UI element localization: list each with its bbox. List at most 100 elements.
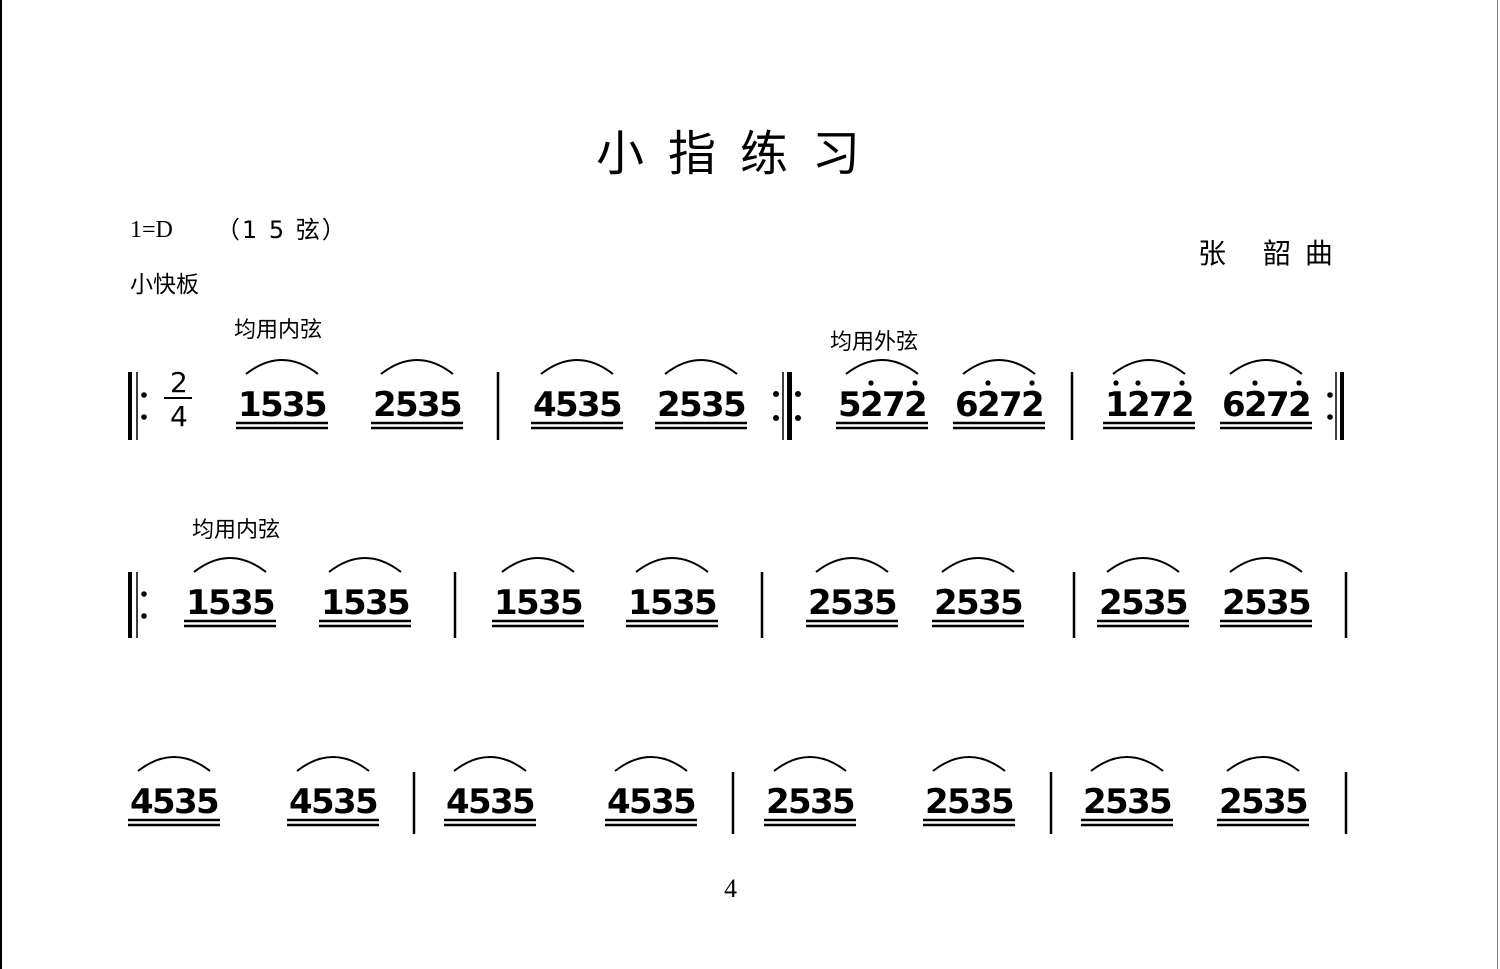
note-digit: 5	[311, 782, 335, 822]
slur-arc	[137, 756, 211, 772]
note-digit: 5	[679, 385, 703, 425]
note-digit: 2	[1127, 385, 1151, 425]
note-digit: 1	[494, 583, 518, 623]
note-digit: 2	[808, 583, 832, 623]
note-digit: 5	[723, 385, 747, 425]
note-digit: 2	[934, 583, 958, 623]
note-digit: 7	[1266, 385, 1290, 425]
tempo-marking: 小快板	[130, 272, 199, 298]
repeat-dot	[141, 591, 147, 597]
note-digit: 5	[468, 782, 492, 822]
note-digit: 5	[788, 782, 812, 822]
note-digit: 2	[1099, 583, 1123, 623]
note-digit: 3	[365, 583, 389, 623]
note-digit: 5	[252, 583, 276, 623]
note-digit: 1	[1105, 385, 1129, 425]
note-digit: 3	[538, 583, 562, 623]
note-digit: 3	[969, 782, 993, 822]
octave-dot	[1296, 380, 1302, 386]
score-title: 小指练习	[595, 126, 884, 182]
note-digit: 2	[925, 782, 949, 822]
note-digit: 5	[387, 583, 411, 623]
note-digit: 5	[830, 583, 854, 623]
slur-arc	[380, 359, 454, 375]
slur-arc	[540, 359, 614, 375]
note-digit: 5	[874, 583, 898, 623]
note-digit: 4	[533, 385, 557, 425]
composer-credit: 张 韶曲	[1198, 237, 1347, 270]
note-digit: 5	[599, 385, 623, 425]
note-digit: 3	[230, 583, 254, 623]
fingering-annotation: 均用内弦	[234, 318, 323, 343]
repeat-dot	[795, 415, 801, 421]
note-digit: 3	[174, 782, 198, 822]
note-digit: 5	[629, 782, 653, 822]
note-digit: 2	[904, 385, 928, 425]
note-digit: 4	[289, 782, 313, 822]
fingering-annotation: 均用内弦	[192, 518, 281, 543]
note-digit: 5	[650, 583, 674, 623]
note-digit: 5	[1285, 782, 1309, 822]
note-digit: 3	[651, 782, 675, 822]
time-signature-numerator: 2	[170, 366, 188, 399]
note-digit: 5	[395, 385, 419, 425]
note-digit: 5	[673, 782, 697, 822]
repeat-start-thick-bar	[128, 372, 132, 440]
slur-arc	[1229, 557, 1303, 573]
octave-dot	[1135, 380, 1141, 386]
note-digit: 3	[1266, 583, 1290, 623]
note-digit: 3	[978, 583, 1002, 623]
note-digit: 2	[1222, 583, 1246, 623]
slur-arc	[635, 557, 709, 573]
slur-arc	[962, 359, 1036, 375]
repeat-dot	[773, 391, 779, 397]
page-number: 4	[724, 874, 737, 903]
note-digit: 3	[810, 782, 834, 822]
slur-arc	[845, 359, 919, 375]
repeat-dot	[795, 391, 801, 397]
slur-arc	[1226, 756, 1300, 772]
repeat-dot	[773, 415, 779, 421]
slur-arc	[193, 557, 267, 573]
slur-arc	[773, 756, 847, 772]
time-signature-denominator: 4	[170, 400, 188, 433]
note-digit: 4	[446, 782, 470, 822]
note-digit: 5	[947, 782, 971, 822]
note-digit: 2	[373, 385, 397, 425]
key-signature: 1=D	[130, 217, 173, 243]
note-digit: 5	[304, 385, 328, 425]
note-digit: 3	[701, 385, 725, 425]
note-digit: 2	[1219, 782, 1243, 822]
note-digit: 5	[343, 583, 367, 623]
octave-dot	[1113, 380, 1119, 386]
note-digit: 5	[152, 782, 176, 822]
repeat-dot	[1327, 392, 1333, 398]
note-digit: 5	[516, 583, 540, 623]
note-digit: 7	[1149, 385, 1173, 425]
note-digit: 3	[852, 583, 876, 623]
octave-dot	[1029, 380, 1035, 386]
slur-arc	[453, 756, 527, 772]
note-digit: 2	[766, 782, 790, 822]
slur-arc	[941, 557, 1015, 573]
repeat-end-thick-bar	[1340, 372, 1344, 440]
slur-arc	[245, 359, 319, 375]
note-digit: 5	[196, 782, 220, 822]
slur-arc	[501, 557, 575, 573]
slur-arc	[296, 756, 370, 772]
repeat-start-thick-bar	[128, 572, 132, 638]
note-digit: 3	[1263, 782, 1287, 822]
note-digit: 3	[417, 385, 441, 425]
note-digit: 3	[490, 782, 514, 822]
note-digit: 2	[860, 385, 884, 425]
note-digit: 5	[838, 385, 862, 425]
note-digit: 5	[1165, 583, 1189, 623]
slur-arc	[328, 557, 402, 573]
note-digit: 5	[560, 583, 584, 623]
note-digit: 1	[321, 583, 345, 623]
slur-arc	[815, 557, 889, 573]
note-digit: 3	[1143, 583, 1167, 623]
note-digit: 2	[1171, 385, 1195, 425]
page-edge-left	[0, 0, 2, 969]
